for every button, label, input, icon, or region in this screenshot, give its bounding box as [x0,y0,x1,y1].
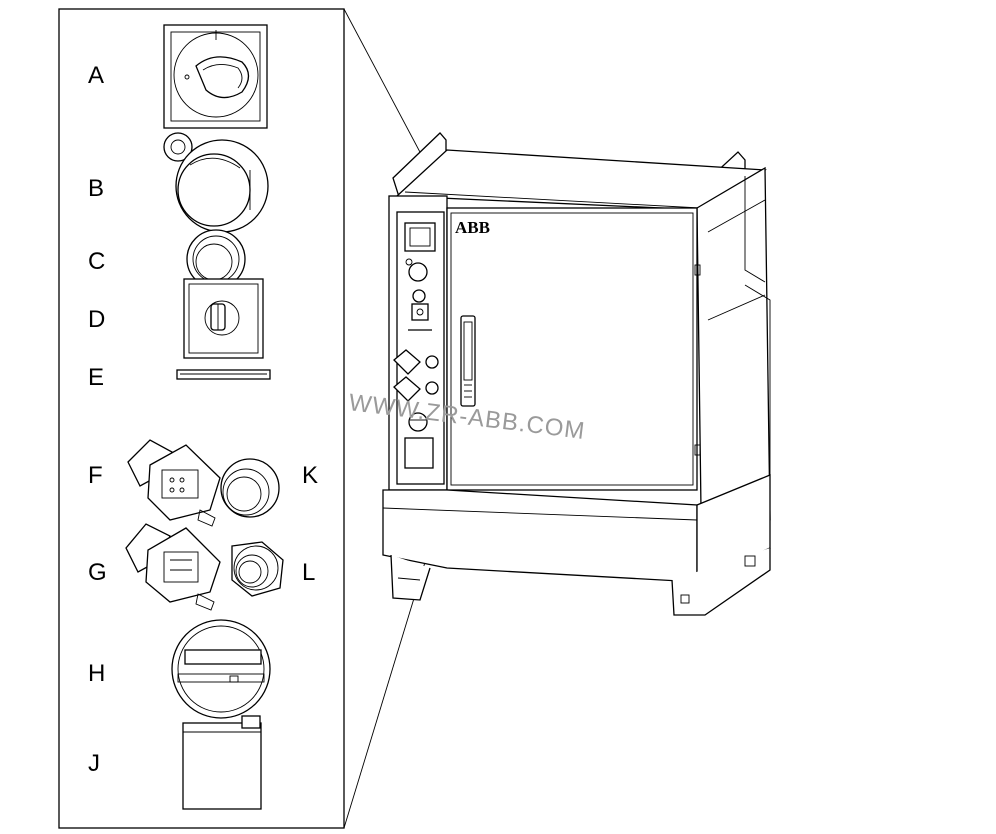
main-switch [163,24,268,129]
key-switch [183,278,264,359]
emergency-stop-button [163,132,269,233]
cable-gland-l [231,541,284,597]
cable-gland-k [220,458,280,518]
callout-d: D [88,306,105,333]
detail-panel [58,8,345,829]
callout-labels: A B C D E F G H J K L [88,62,318,777]
connector-f [127,439,221,527]
callout-f: F [88,462,103,489]
push-button [186,229,246,289]
indicator-strip [176,369,271,380]
connector-g [125,523,221,611]
callout-c: C [88,248,105,275]
callout-g: G [88,559,107,586]
callout-h: H [88,660,105,687]
abb-logo: ABB [455,218,490,237]
controller-cabinet: ABB [382,132,771,616]
callout-a: A [88,62,104,89]
callout-j: J [88,750,100,777]
callout-k: K [302,462,318,489]
round-plug [171,619,271,719]
callout-e: E [88,364,104,391]
cover-plate [182,715,262,810]
callout-b: B [88,175,104,202]
callout-l: L [302,559,315,586]
